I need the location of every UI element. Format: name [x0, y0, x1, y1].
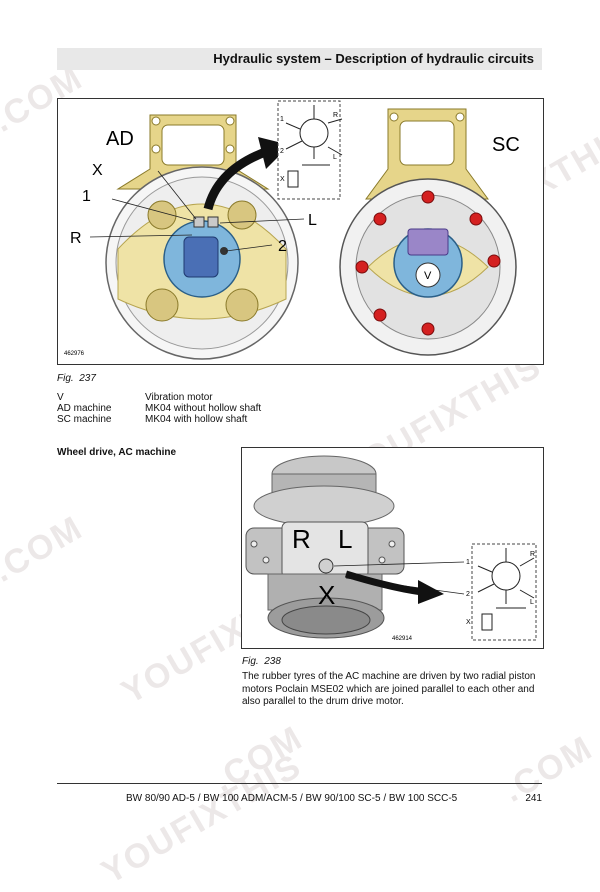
- label-v: V: [424, 270, 432, 282]
- figure-237-illustration: AD SC X 1 R L 2 V 1 2 R L X 462976: [64, 100, 520, 360]
- section-heading: Wheel drive, AC machine: [57, 447, 177, 458]
- hydraulic-schematic-2: [471, 543, 537, 641]
- legend-key: V: [57, 392, 64, 403]
- legend-row: V Vibration motor: [57, 392, 213, 403]
- label-r: R: [70, 230, 82, 247]
- watermark: .COM: [496, 728, 600, 810]
- schematic-label-x: X: [280, 176, 285, 183]
- caption-number: 237: [79, 373, 96, 384]
- schematic-label-x: X: [466, 619, 471, 626]
- schematic-label-2: 2: [466, 591, 470, 598]
- label-r: R: [292, 524, 311, 554]
- watermark: .COM: [0, 508, 90, 590]
- figure-238: R L X 1 2 R L X 462914: [241, 447, 544, 649]
- header-bar: Hydraulic system – Description of hydrau…: [57, 48, 542, 70]
- footer-divider: [57, 783, 542, 784]
- schematic-label-l: L: [530, 599, 534, 606]
- wheel-drive-drawing: [245, 455, 465, 639]
- page-number: 241: [525, 793, 542, 804]
- sc-machine-drawing: [339, 108, 517, 356]
- image-number: 462914: [392, 636, 413, 642]
- figure-237-caption: Fig. 237: [57, 373, 96, 384]
- schematic-label-1: 1: [280, 116, 284, 123]
- body-paragraph: The rubber tyres of the AC machine are d…: [242, 671, 536, 707]
- legend-value: MK04 without hollow shaft: [145, 403, 262, 414]
- legend-row: SC machine MK04 with hollow shaft: [57, 414, 247, 425]
- label-sc: SC: [492, 134, 520, 156]
- watermark: .COM: [206, 718, 310, 800]
- ad-machine-drawing: [89, 114, 305, 360]
- footer-models: BW 80/90 AD-5 / BW 100 ADM/ACM-5 / BW 90…: [126, 793, 458, 804]
- label-x: X: [92, 162, 103, 179]
- caption-prefix: Fig.: [242, 656, 259, 667]
- watermark: YOUFIXTHIS: [95, 746, 309, 892]
- label-l: L: [308, 212, 317, 229]
- schematic-label-l: L: [333, 154, 337, 161]
- label-2: 2: [278, 238, 287, 255]
- caption-prefix: Fig.: [57, 373, 74, 384]
- label-ad: AD: [106, 128, 134, 150]
- schematic-label-r: R: [530, 551, 535, 558]
- figure-237: AD SC X 1 R L 2 V 1 2 R L X 462976: [57, 98, 544, 365]
- legend-value: Vibration motor: [145, 392, 213, 403]
- caption-number: 238: [264, 656, 281, 667]
- legend-row: AD machine MK04 without hollow shaft: [57, 403, 261, 414]
- legend-key: AD machine: [57, 403, 112, 414]
- hydraulic-schematic-1: [277, 100, 343, 200]
- legend-value: MK04 with hollow shaft: [145, 414, 248, 425]
- schematic-label-2: 2: [280, 148, 284, 155]
- label-1: 1: [82, 188, 91, 205]
- schematic-label-r: R: [333, 112, 338, 119]
- page-title: Hydraulic system – Description of hydrau…: [213, 51, 534, 66]
- image-number: 462976: [64, 351, 85, 357]
- label-l: L: [338, 524, 352, 554]
- label-x: X: [318, 580, 335, 610]
- schematic-label-1: 1: [466, 559, 470, 566]
- figure-238-caption: Fig. 238: [242, 656, 281, 667]
- legend-key: SC machine: [57, 414, 112, 425]
- figure-238-illustration: R L X 1 2 R L X 462914: [245, 455, 537, 642]
